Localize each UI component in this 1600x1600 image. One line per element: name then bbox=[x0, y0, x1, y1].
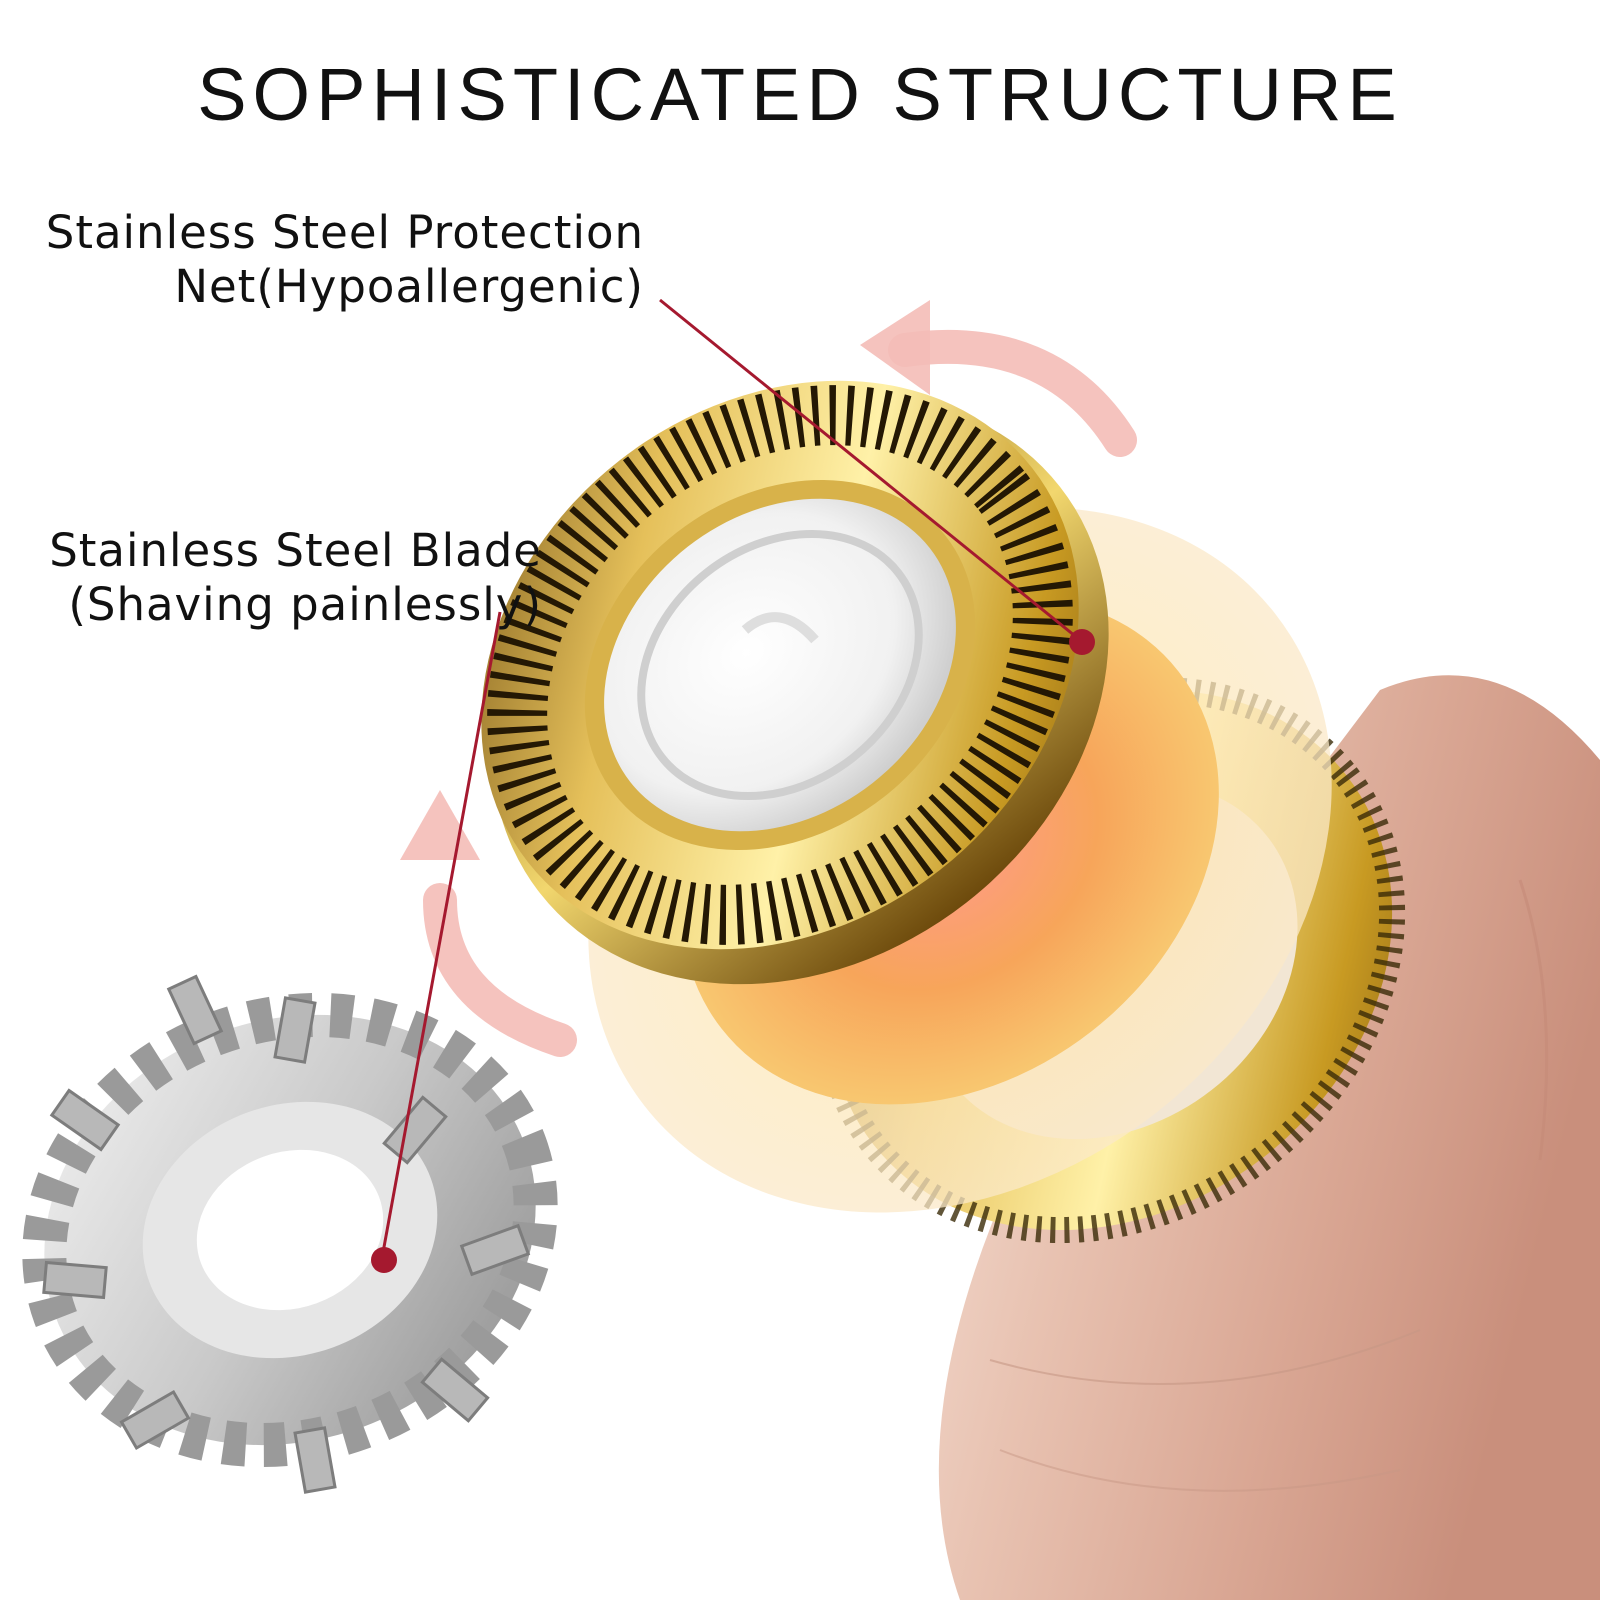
rotation-arrowhead-icon bbox=[400, 300, 930, 860]
callout-blade: Stainless Steel Blade (Shaving painlessl… bbox=[14, 524, 542, 632]
leader-lines bbox=[380, 298, 1081, 1259]
blade-icon bbox=[22, 974, 558, 1494]
callout-protection-net-line1: Stainless Steel Protection bbox=[45, 206, 644, 259]
callout-dot-blade bbox=[371, 1247, 397, 1273]
callout-dot-net bbox=[1069, 629, 1095, 655]
page-title: SOPHISTICATED STRUCTURE bbox=[197, 53, 1403, 136]
leader-line-net bbox=[659, 298, 1081, 642]
protection-net-icon bbox=[481, 380, 1109, 985]
callout-blade-line1: Stainless Steel Blade bbox=[49, 524, 542, 577]
leader-line-blade bbox=[380, 611, 502, 1259]
callout-blade-line2: (Shaving painlessly) bbox=[68, 578, 542, 631]
callout-protection-net: Stainless Steel Protection Net(Hypoaller… bbox=[4, 206, 644, 314]
callout-protection-net-line2: Net(Hypoallergenic) bbox=[174, 260, 644, 313]
